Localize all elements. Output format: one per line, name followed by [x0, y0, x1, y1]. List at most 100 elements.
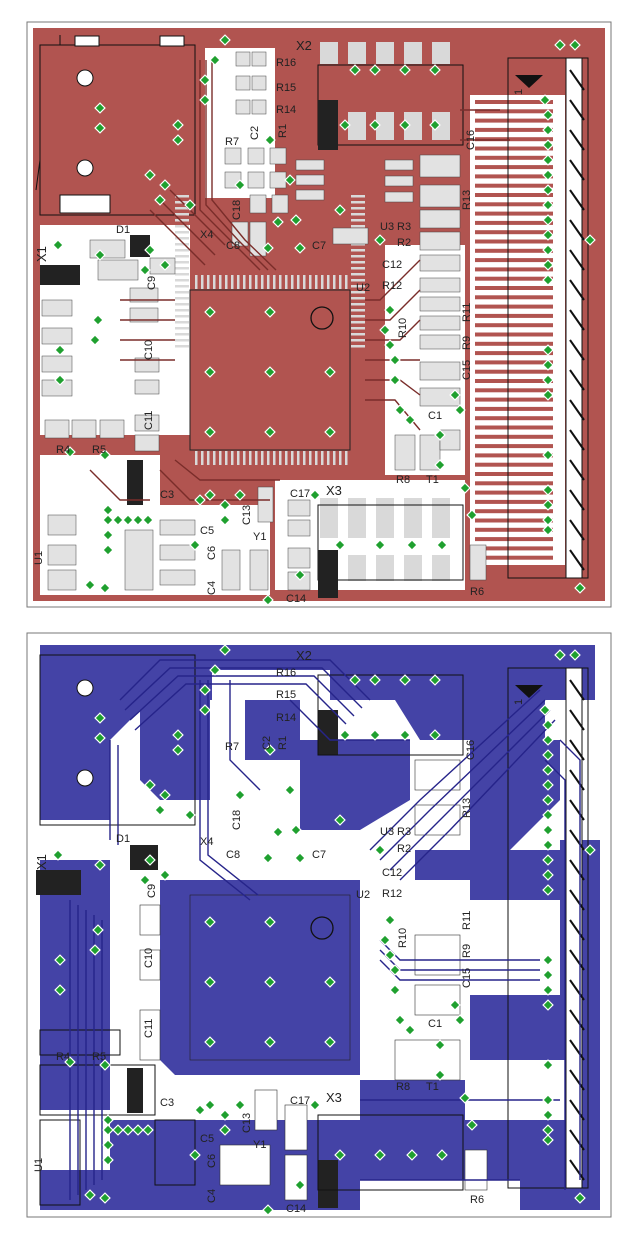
via-marker: [102, 1154, 114, 1166]
via-marker: [102, 1139, 114, 1151]
via-marker: [204, 1099, 216, 1111]
qfp-pin: [351, 333, 365, 336]
via-marker: [172, 134, 184, 146]
copper-trace: [369, 689, 541, 851]
header-finger: [475, 499, 553, 504]
smd-pad: [99, 419, 125, 439]
smd-pad: [295, 189, 325, 201]
qfp-pin: [285, 451, 288, 465]
via-marker: [542, 764, 554, 776]
qfp-pin: [175, 273, 189, 276]
qfp-pin: [175, 315, 189, 318]
header-outline: [507, 57, 589, 579]
header-finger: [475, 165, 553, 170]
smd-pad: [41, 355, 73, 373]
via-marker: [189, 1149, 201, 1161]
label-x3: X3: [326, 483, 342, 498]
header-finger: [475, 137, 553, 142]
x3-outline: [317, 504, 464, 581]
via-marker: [199, 74, 211, 86]
qfp-pin: [351, 195, 365, 198]
label-r12-b: R12: [382, 888, 402, 900]
copper-trace: [365, 319, 421, 341]
qfp-pin: [351, 339, 365, 342]
label-u1: U1: [33, 551, 45, 565]
via-marker: [99, 582, 111, 594]
via-marker: [102, 504, 114, 516]
via-marker: [52, 849, 64, 861]
label-c5-b: C5: [200, 1133, 214, 1145]
label-c12: C12: [382, 259, 402, 271]
via-marker: [379, 324, 391, 336]
via-marker: [449, 389, 461, 401]
u2-pin1-marker: [310, 306, 334, 330]
via-marker: [434, 1069, 446, 1081]
via-marker: [219, 34, 231, 46]
smd-pad: [97, 259, 139, 281]
via-marker: [142, 1124, 154, 1136]
label-r11: R11: [461, 303, 473, 322]
qfp-pin: [351, 327, 365, 330]
via-marker: [542, 779, 554, 791]
x3-dark-block-bottom: [318, 1160, 338, 1208]
label-c17: C17: [290, 488, 310, 500]
x3-pad: [348, 555, 366, 581]
header-finger: [475, 286, 553, 290]
smd-pad: [235, 99, 251, 115]
header-finger: [475, 453, 553, 458]
via-marker: [262, 1204, 274, 1216]
via-marker: [459, 1092, 471, 1104]
header-finger: [475, 397, 553, 402]
header-rail: [565, 57, 583, 579]
x3-pad: [348, 498, 366, 538]
label-r8: R8: [396, 474, 410, 486]
c3-dark-block: [127, 460, 143, 505]
via-marker: [264, 976, 276, 988]
smd-pads: [41, 51, 487, 591]
x2-pad: [404, 42, 422, 64]
qfp-pin: [207, 451, 210, 465]
via-marker: [284, 174, 296, 186]
via-marker: [374, 234, 386, 246]
qfp-pin: [195, 451, 198, 465]
qfp-pin: [315, 275, 318, 289]
top-vias: [52, 34, 596, 606]
qfp-pin: [175, 231, 189, 234]
smd-pad: [419, 334, 461, 350]
header-finger: [475, 146, 553, 151]
header-finger: [475, 518, 553, 523]
qfp-pin: [333, 451, 336, 465]
header-finger: [475, 267, 553, 272]
via-marker: [542, 734, 554, 746]
via-marker: [334, 204, 346, 216]
via-marker: [262, 852, 274, 864]
smd-pad: [271, 194, 289, 214]
smd-pad: [247, 147, 265, 165]
label-c15-b: C15: [461, 968, 473, 988]
via-marker: [54, 984, 66, 996]
copper-trace: [211, 60, 277, 271]
label-r3-b: R3: [397, 826, 411, 838]
header-finger: [475, 248, 553, 253]
header-finger: [475, 118, 553, 123]
label-r7: R7: [225, 136, 239, 148]
qfp-pin: [351, 201, 365, 204]
via-marker: [384, 304, 396, 316]
smd-pad: [384, 191, 414, 203]
via-marker: [542, 139, 554, 151]
qfp-pin: [175, 255, 189, 258]
qfp-pin: [345, 451, 348, 465]
copper-trace: [379, 699, 546, 861]
via-marker: [194, 494, 206, 506]
via-marker: [272, 216, 284, 228]
header-finger: [475, 472, 553, 476]
header-finger: [475, 295, 553, 300]
via-marker: [394, 404, 406, 416]
via-marker: [54, 374, 66, 386]
qfp-pin: [175, 267, 189, 270]
via-marker: [539, 704, 551, 716]
smd-pad: [419, 231, 461, 251]
label-c10-b: C10: [143, 948, 155, 968]
smd-pad: [419, 315, 461, 331]
label-c9: C9: [146, 276, 158, 290]
